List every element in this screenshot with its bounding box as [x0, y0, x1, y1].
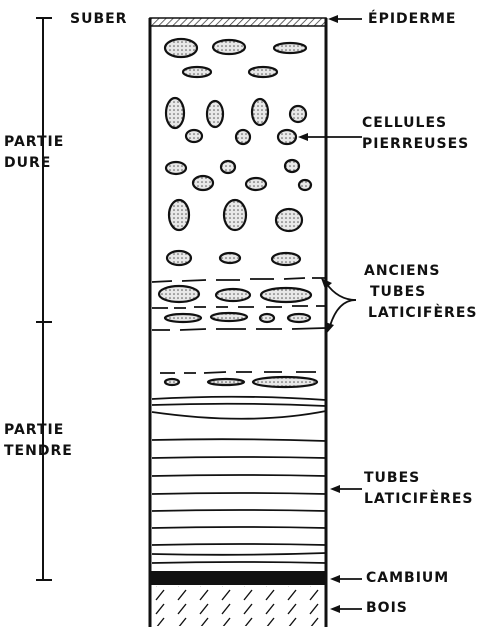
leader-arrows	[298, 15, 362, 613]
label-suber: SUBER	[70, 9, 127, 30]
label-cambium: CAMBIUM	[366, 568, 449, 589]
label-partie-tendre: PARTIE TENDRE	[4, 420, 73, 462]
label-bois: BOIS	[366, 598, 408, 619]
stone-cells	[165, 39, 311, 265]
label-partie-dure: PARTIE DURE	[4, 132, 64, 174]
label-anciens-tubes-laticiferes: ANCIENS TUBES LATICIFÈRES	[364, 261, 477, 324]
cambium-layer	[150, 571, 326, 585]
label-epiderme: ÉPIDERME	[368, 9, 457, 30]
epiderme-layer	[150, 18, 326, 26]
label-cellules-pierreuses: CELLULES PIERREUSES	[362, 113, 469, 155]
old-latex-tubes	[152, 278, 326, 387]
bois-layer	[152, 586, 324, 626]
latex-tubes	[152, 397, 326, 563]
label-tubes-laticiferes: TUBES LATICIFÈRES	[364, 468, 473, 510]
left-bracket	[36, 18, 52, 580]
